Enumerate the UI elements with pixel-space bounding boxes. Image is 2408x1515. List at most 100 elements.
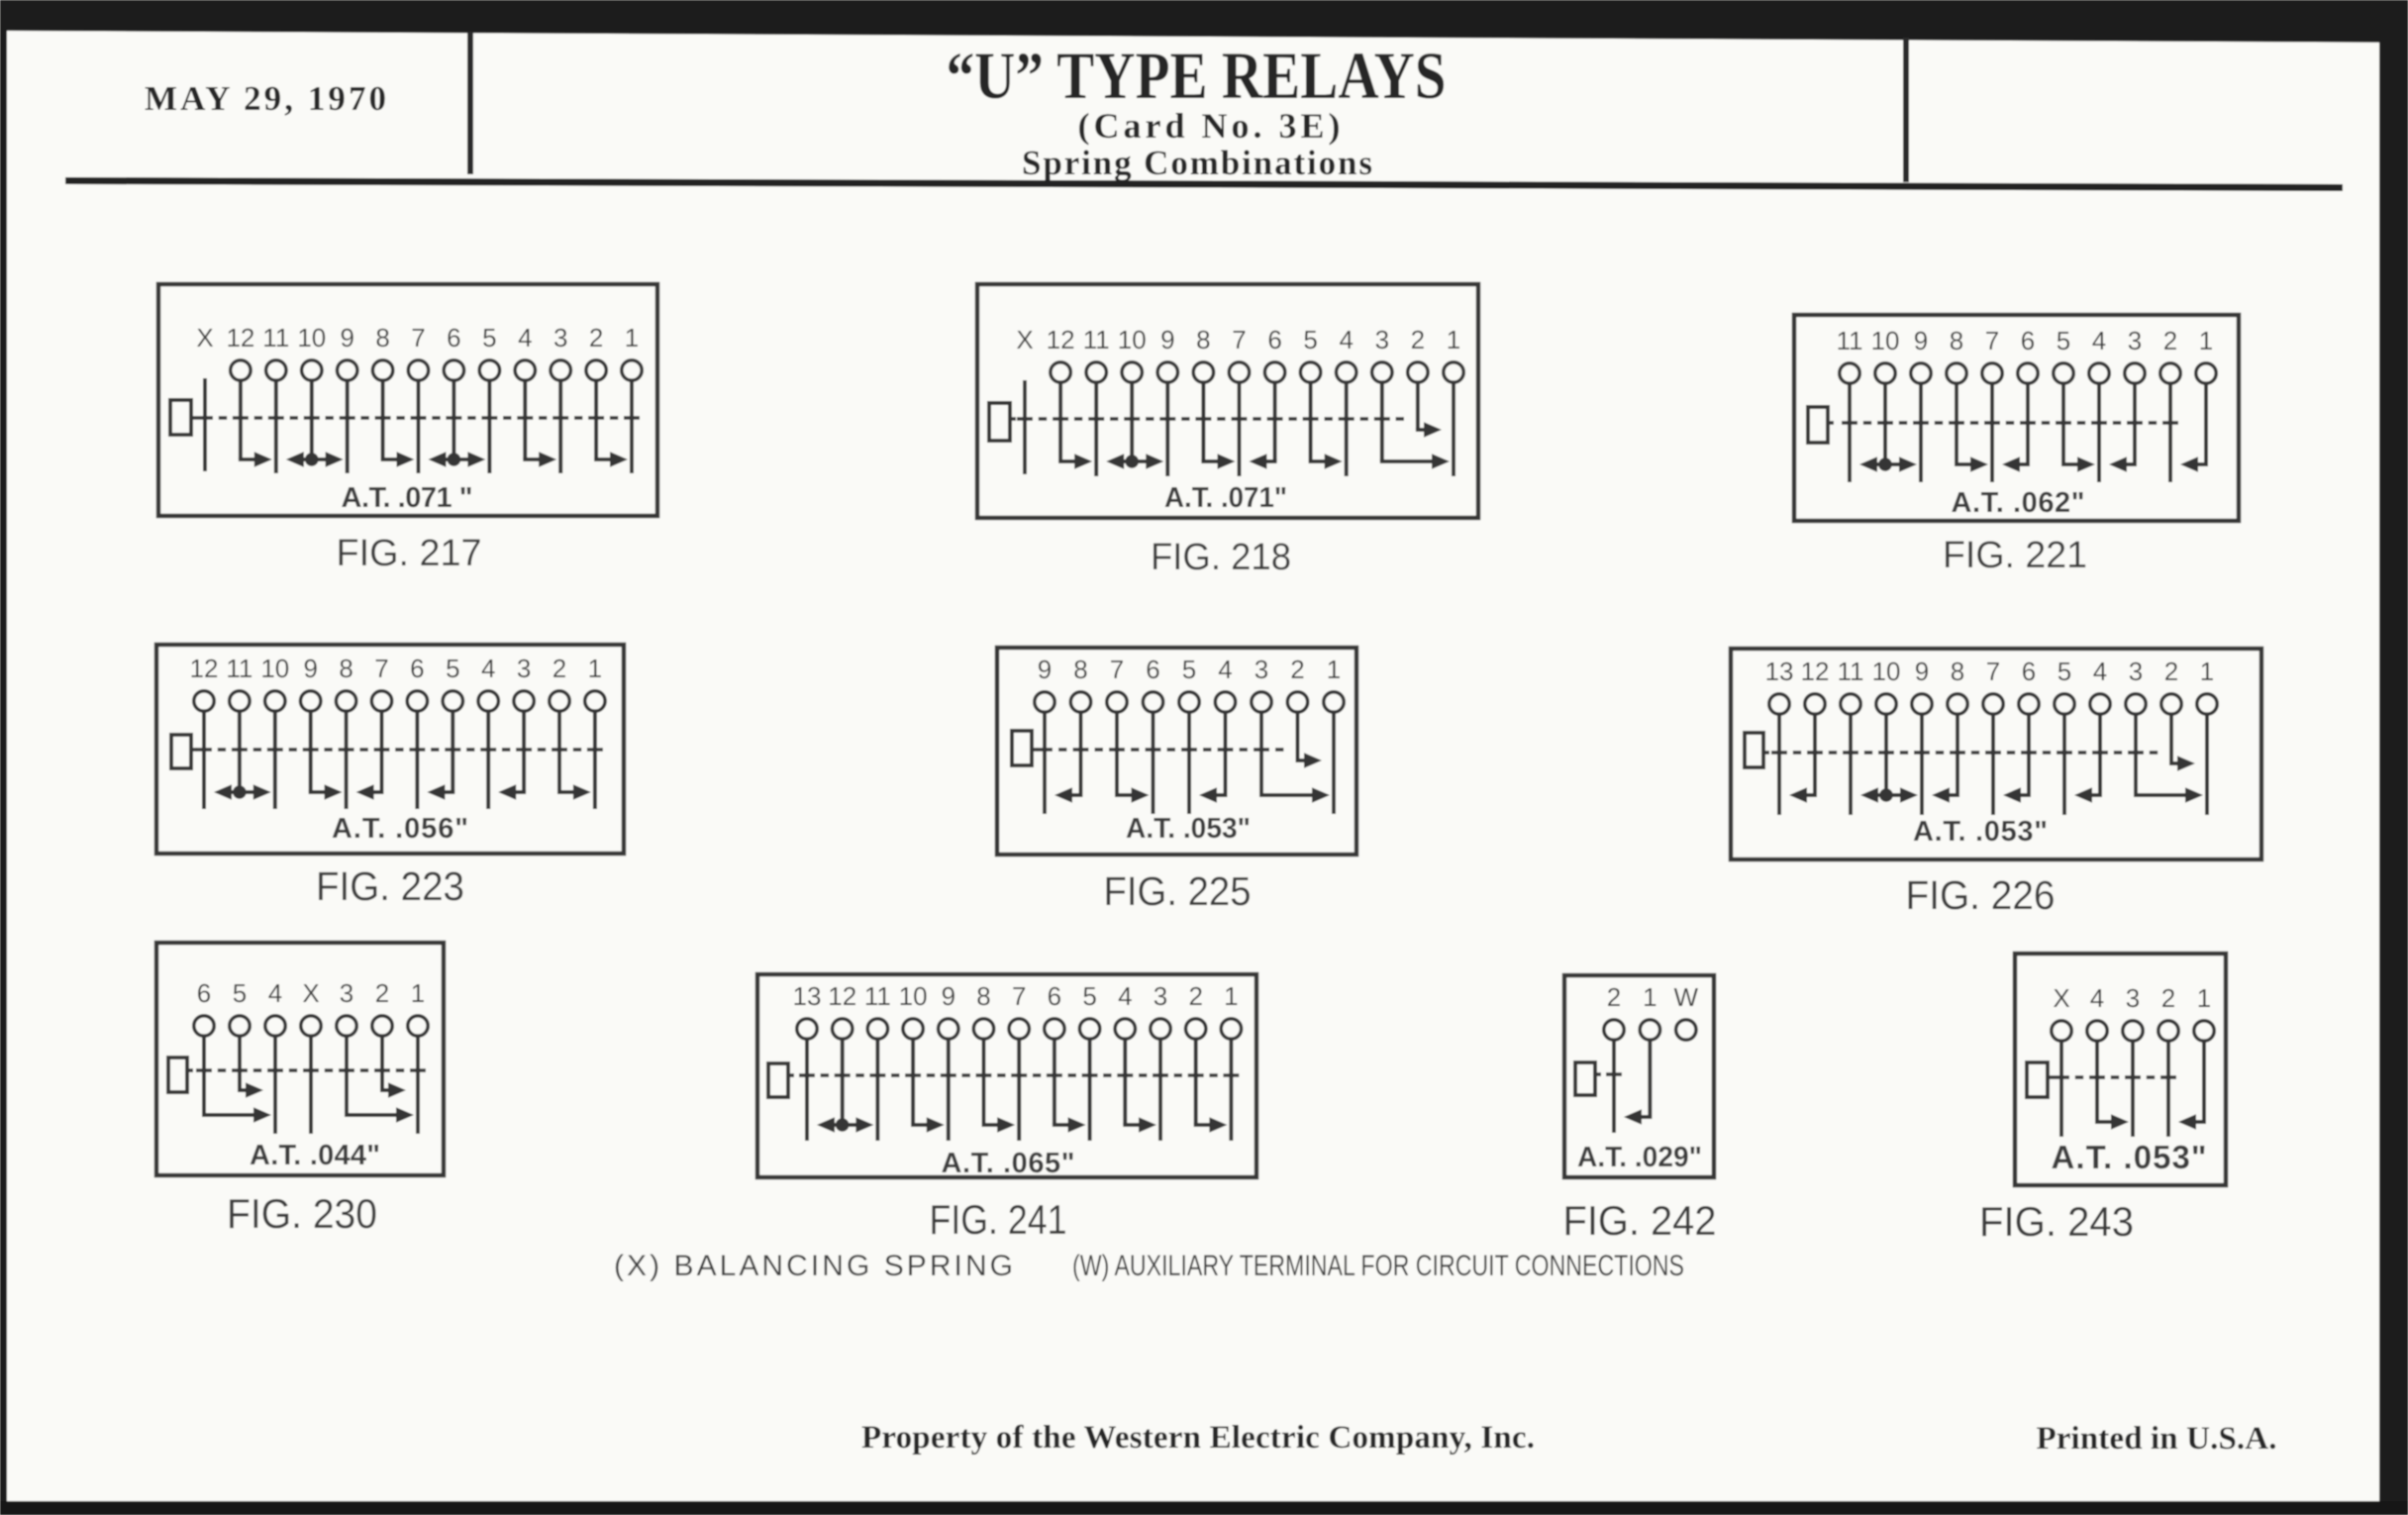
svg-text:6: 6	[447, 323, 460, 353]
svg-text:FIG. 223: FIG. 223	[316, 863, 464, 909]
svg-text:7: 7	[374, 654, 388, 683]
svg-text:4: 4	[2090, 983, 2104, 1013]
svg-text:X: X	[2053, 983, 2069, 1013]
svg-text:4: 4	[2093, 656, 2107, 686]
svg-text:3: 3	[553, 323, 567, 353]
svg-text:3: 3	[1154, 981, 1167, 1011]
svg-text:X: X	[196, 323, 213, 353]
svg-text:1: 1	[1447, 325, 1460, 354]
svg-text:A.T. .053": A.T. .053"	[1913, 816, 2048, 848]
svg-text:9: 9	[340, 323, 353, 353]
svg-text:8: 8	[1951, 656, 1964, 686]
svg-text:FIG. 230: FIG. 230	[227, 1190, 377, 1237]
svg-text:6: 6	[2021, 326, 2035, 355]
svg-text:3: 3	[2126, 983, 2140, 1013]
svg-text:A.T. .029": A.T. .029"	[1577, 1142, 1702, 1173]
svg-text:2: 2	[552, 654, 566, 683]
svg-text:2: 2	[1188, 981, 1202, 1011]
svg-text:7: 7	[1985, 326, 1999, 355]
svg-text:10: 10	[297, 323, 326, 353]
svg-text:9: 9	[1038, 655, 1052, 684]
svg-text:5: 5	[2057, 656, 2071, 686]
svg-text:Printed in U.S.A.: Printed in U.S.A.	[2037, 1421, 2277, 1457]
svg-text:10: 10	[1871, 326, 1900, 355]
svg-text:2: 2	[2163, 326, 2177, 355]
svg-text:5: 5	[446, 654, 459, 683]
svg-text:5: 5	[482, 323, 496, 353]
svg-text:2: 2	[1411, 325, 1425, 354]
svg-text:9: 9	[1160, 325, 1174, 354]
svg-text:A.T. .053": A.T. .053"	[1126, 813, 1251, 845]
svg-text:FIG. 217: FIG. 217	[337, 533, 482, 574]
svg-text:7: 7	[1986, 656, 2000, 686]
svg-text:FIG. 218: FIG. 218	[1151, 537, 1291, 578]
svg-text:2: 2	[1607, 982, 1621, 1012]
svg-text:12: 12	[190, 654, 219, 683]
svg-text:4: 4	[2092, 326, 2106, 355]
svg-text:A.T. .071": A.T. .071"	[1164, 482, 1287, 514]
svg-text:8: 8	[1073, 655, 1087, 684]
svg-text:7: 7	[411, 323, 425, 353]
svg-text:7: 7	[1012, 981, 1026, 1011]
svg-text:MAY 29, 1970: MAY 29, 1970	[145, 79, 386, 118]
svg-text:5: 5	[2057, 326, 2070, 355]
svg-text:FIG. 243: FIG. 243	[1979, 1198, 2134, 1245]
svg-text:W: W	[1674, 982, 1699, 1012]
svg-text:9: 9	[942, 981, 955, 1011]
svg-text:1: 1	[1643, 982, 1656, 1012]
svg-text:FIG. 241: FIG. 241	[930, 1196, 1067, 1243]
svg-text:1: 1	[625, 323, 639, 353]
svg-text:4: 4	[518, 323, 532, 353]
svg-text:2: 2	[2164, 656, 2178, 686]
svg-text:FIG. 242: FIG. 242	[1563, 1197, 1717, 1244]
svg-text:Property of the Western Electr: Property of the Western Electric Company…	[861, 1420, 1535, 1456]
svg-text:6: 6	[2022, 656, 2036, 686]
svg-text:5: 5	[233, 978, 247, 1008]
svg-text:1: 1	[588, 654, 602, 683]
svg-text:6: 6	[1146, 655, 1159, 684]
svg-text:7: 7	[1232, 325, 1246, 354]
svg-text:2: 2	[375, 978, 389, 1008]
svg-text:A.T. .062": A.T. .062"	[1952, 487, 2085, 519]
svg-text:FIG. 226: FIG. 226	[1906, 872, 2056, 918]
svg-text:A.T. .053": A.T. .053"	[2052, 1139, 2207, 1175]
svg-text:11: 11	[1838, 656, 1864, 686]
svg-text:3: 3	[1375, 325, 1389, 354]
svg-text:11: 11	[864, 981, 891, 1011]
svg-text:11: 11	[1837, 326, 1863, 355]
svg-text:A.T. .065": A.T. .065"	[942, 1148, 1075, 1179]
svg-text:10: 10	[1118, 325, 1147, 354]
svg-text:1: 1	[1327, 655, 1341, 684]
svg-text:FIG. 221: FIG. 221	[1943, 535, 2087, 576]
svg-text:3: 3	[2129, 656, 2143, 686]
svg-text:3: 3	[517, 654, 531, 683]
svg-text:6: 6	[410, 654, 424, 683]
svg-text:5: 5	[1082, 981, 1096, 1011]
svg-text:A.T. .071 ": A.T. .071 "	[342, 482, 473, 514]
svg-text:4: 4	[268, 978, 282, 1008]
svg-text:A.T. .056": A.T. .056"	[332, 813, 468, 845]
svg-text:4: 4	[481, 654, 495, 683]
svg-text:10: 10	[1872, 656, 1901, 686]
svg-text:(Card No. 3E): (Card No. 3E)	[1078, 106, 1341, 146]
svg-text:11: 11	[1083, 325, 1110, 354]
svg-text:12: 12	[1047, 325, 1075, 354]
svg-text:4: 4	[1218, 655, 1232, 684]
svg-text:Spring Combinations: Spring Combinations	[1022, 144, 1372, 182]
svg-text:FIG. 225: FIG. 225	[1104, 868, 1252, 914]
svg-text:1: 1	[411, 978, 425, 1008]
svg-text:11: 11	[226, 654, 252, 683]
svg-text:8: 8	[339, 654, 352, 683]
svg-text:10: 10	[260, 654, 289, 683]
svg-text:2: 2	[2161, 983, 2175, 1013]
svg-text:13: 13	[793, 981, 822, 1011]
svg-text:3: 3	[340, 978, 353, 1008]
svg-text:5: 5	[1182, 655, 1196, 684]
svg-text:“U” TYPE RELAYS: “U” TYPE RELAYS	[947, 38, 1447, 113]
svg-text:9: 9	[1915, 656, 1929, 686]
svg-text:12: 12	[226, 323, 254, 353]
svg-text:X: X	[302, 978, 319, 1008]
svg-text:6: 6	[197, 978, 211, 1008]
svg-text:7: 7	[1110, 655, 1124, 684]
svg-text:9: 9	[303, 654, 317, 683]
